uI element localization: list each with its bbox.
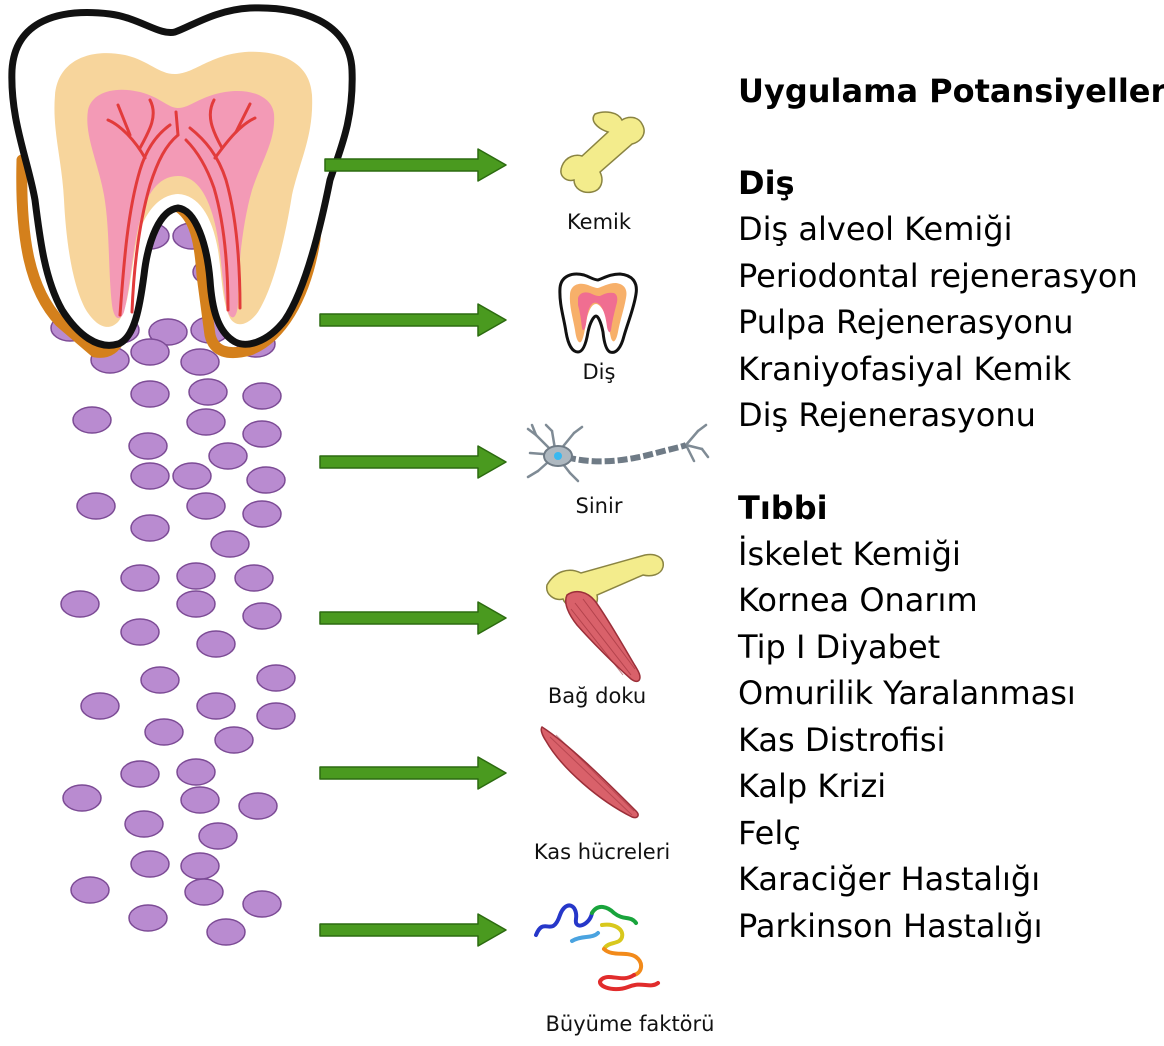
bone-icon: [561, 112, 644, 192]
label-nerve: Sinir: [544, 494, 654, 518]
arrow-group: [320, 149, 506, 946]
list-item: Periodontal rejenerasyon: [738, 253, 1158, 300]
stem-cell: [145, 719, 183, 745]
stem-cell: [197, 693, 235, 719]
stem-cell: [177, 591, 215, 617]
stem-cell: [125, 811, 163, 837]
arrow-icon: [320, 914, 506, 946]
stem-cell: [131, 339, 169, 365]
list-item: Diş Rejenerasyonu: [738, 392, 1158, 439]
stem-cell: [181, 787, 219, 813]
stem-cell: [141, 667, 179, 693]
list-item: Pulpa Rejenerasyonu: [738, 299, 1158, 346]
stem-cell: [199, 823, 237, 849]
stem-cell: [185, 879, 223, 905]
stem-cell: [131, 463, 169, 489]
stem-cell: [129, 905, 167, 931]
stem-cell: [239, 793, 277, 819]
stem-cell: [177, 563, 215, 589]
label-tooth: Diş: [544, 360, 654, 384]
list-item: Omurilik Yaralanması: [738, 670, 1158, 717]
stem-cell: [243, 383, 281, 409]
stem-cell: [121, 565, 159, 591]
application-potentials-panel: Uygulama Potansiyelleri Diş Diş alveol K…: [738, 68, 1158, 949]
list-item: İskelet Kemiği: [738, 531, 1158, 578]
label-muscle-cells: Kas hücreleri: [522, 840, 682, 864]
label-growth-factor: Büyüme faktörü: [520, 1012, 740, 1036]
panel-title: Uygulama Potansiyelleri: [738, 68, 1158, 114]
stem-cell: [243, 501, 281, 527]
stem-cell: [235, 565, 273, 591]
stem-cell: [81, 693, 119, 719]
stem-cell: [71, 877, 109, 903]
connective-tissue-icon: [547, 555, 664, 682]
list-item: Kas Distrofisi: [738, 717, 1158, 764]
stem-cell: [243, 891, 281, 917]
spacer: [738, 114, 1158, 160]
section-title-dental: Diş: [738, 160, 1158, 206]
stem-cell: [129, 433, 167, 459]
spacer: [738, 439, 1158, 485]
stem-cell: [63, 785, 101, 811]
stem-cell: [131, 515, 169, 541]
list-item: Kraniyofasiyal Kemik: [738, 346, 1158, 393]
tooth-icon: [560, 274, 637, 352]
stem-cell: [187, 493, 225, 519]
stem-cell: [121, 619, 159, 645]
stem-cell: [181, 853, 219, 879]
arrow-icon: [320, 602, 506, 634]
list-item: Kornea Onarım: [738, 577, 1158, 624]
stem-cell: [209, 443, 247, 469]
stem-cell: [181, 349, 219, 375]
arrow-icon: [325, 149, 506, 181]
list-item: Parkinson Hastalığı: [738, 903, 1158, 950]
stem-cell: [215, 727, 253, 753]
stem-cell: [177, 759, 215, 785]
arrow-icon: [320, 446, 506, 478]
stem-cell: [243, 421, 281, 447]
stem-cell: [131, 851, 169, 877]
list-item: Karaciğer Hastalığı: [738, 856, 1158, 903]
stem-cell: [211, 531, 249, 557]
stem-cell: [77, 493, 115, 519]
stem-cell: [257, 703, 295, 729]
stem-cell: [131, 381, 169, 407]
stem-cell: [257, 665, 295, 691]
stem-cell: [197, 631, 235, 657]
list-item: Tip I Diyabet: [738, 624, 1158, 671]
arrow-icon: [320, 304, 506, 336]
stem-cell: [207, 919, 245, 945]
muscle-cell-icon: [541, 727, 638, 818]
list-item: Diş alveol Kemiği: [738, 206, 1158, 253]
stem-cell: [187, 409, 225, 435]
label-bone: Kemik: [544, 210, 654, 234]
stem-cell: [73, 407, 111, 433]
stem-cell: [243, 603, 281, 629]
stem-cell: [189, 379, 227, 405]
section-title-medical: Tıbbi: [738, 485, 1158, 531]
arrow-icon: [320, 757, 506, 789]
stem-cell: [173, 463, 211, 489]
label-connective-tissue: Bağ doku: [522, 684, 672, 708]
growth-factor-protein-icon: [536, 905, 658, 989]
list-item: Felç: [738, 810, 1158, 857]
stem-cell: [61, 591, 99, 617]
stem-cell: [121, 761, 159, 787]
stem-cell: [247, 467, 285, 493]
large-tooth-illustration: [12, 8, 352, 353]
list-item: Kalp Krizi: [738, 763, 1158, 810]
nerve-cell-icon: [528, 425, 708, 481]
